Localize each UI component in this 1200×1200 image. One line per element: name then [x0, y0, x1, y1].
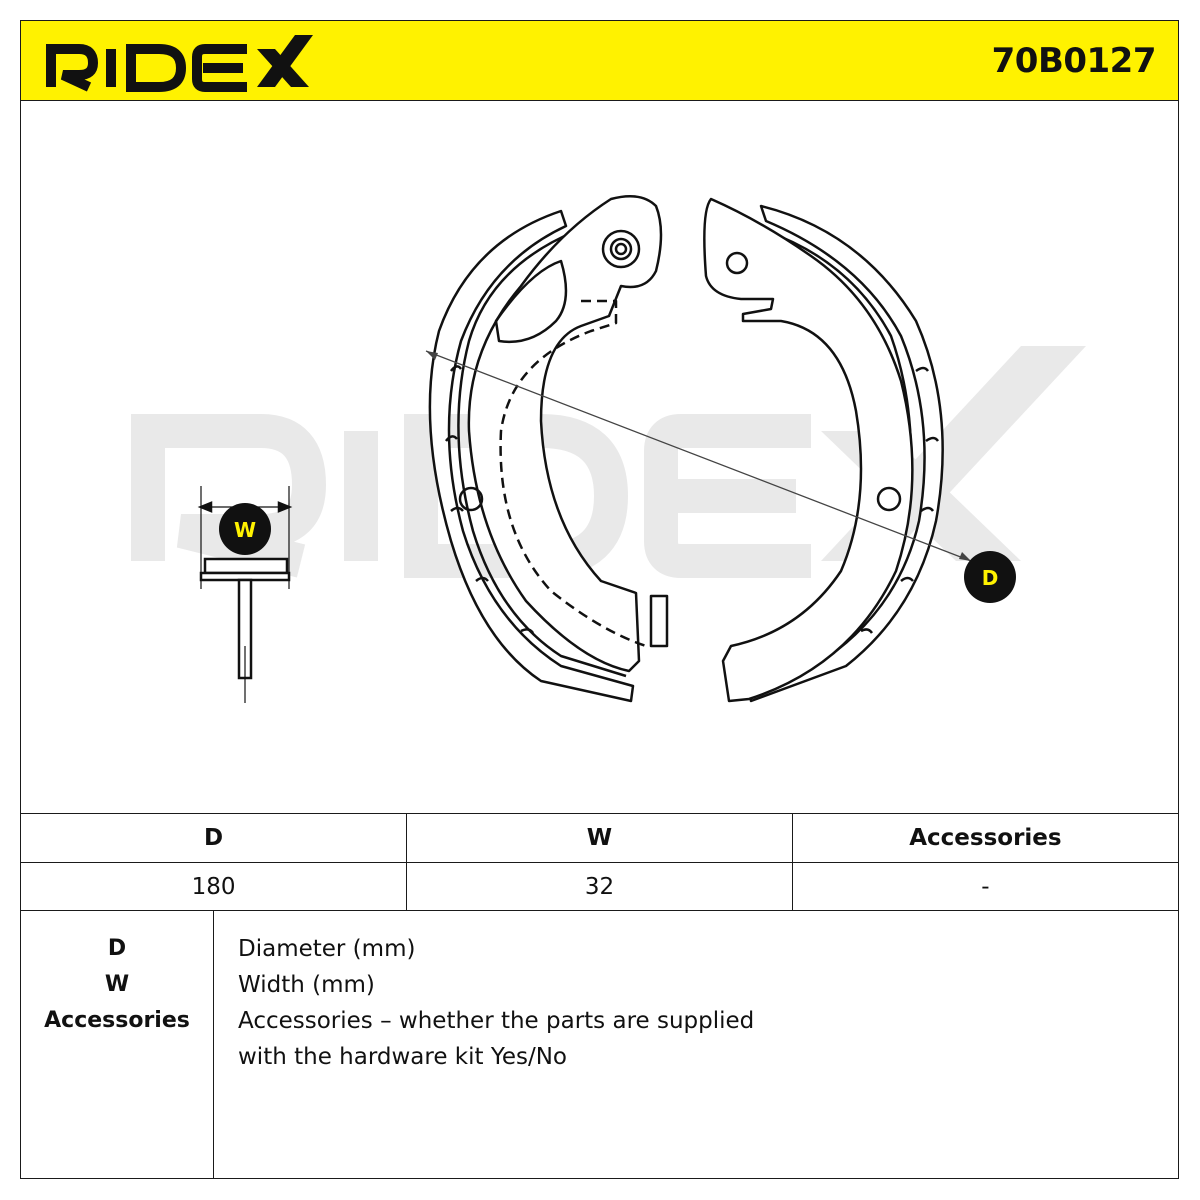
brake-shoe-drawing: W D	[131, 194, 1086, 703]
legend-table: D W Accessories Diameter (mm) Width (mm)…	[21, 910, 1178, 1178]
specification-table: D W Accessories 180 32 -	[21, 813, 1178, 910]
spec-value-row: 180 32 -	[21, 862, 1178, 910]
watermark-logo	[131, 414, 811, 578]
width-badge: W	[219, 503, 271, 555]
spec-value-accessories: -	[791, 862, 1178, 910]
spec-header-w: W	[406, 813, 793, 863]
spec-header-row: D W Accessories	[21, 813, 1178, 863]
svg-text:D: D	[982, 566, 999, 590]
spec-value-w: 32	[406, 862, 793, 910]
brake-shoe-right	[703, 197, 944, 703]
svg-text:W: W	[234, 518, 256, 542]
spec-value-d: 180	[21, 862, 407, 910]
legend-desc-width: Width (mm)	[238, 972, 375, 998]
legend-key-d: D	[107, 936, 127, 961]
legend-key-accessories: Accessories	[44, 1008, 190, 1033]
legend-descriptions: Diameter (mm) Width (mm) Accessories – w…	[238, 931, 1158, 1075]
technical-drawing: W D	[21, 101, 1178, 813]
legend-keys: D W Accessories	[21, 911, 214, 1178]
width-profile	[197, 486, 293, 703]
spec-header-d: D	[21, 813, 407, 863]
header-bar: 70B0127	[21, 21, 1178, 101]
legend-desc-accessories: Accessories – whether the parts are supp…	[238, 1008, 755, 1034]
legend-desc-diameter: Diameter (mm)	[238, 936, 416, 962]
brake-shoe-left	[428, 194, 669, 703]
datasheet-frame: 70B0127	[20, 20, 1179, 1179]
spec-header-accessories: Accessories	[791, 813, 1178, 863]
legend-key-w: W	[104, 972, 130, 997]
ridex-logo	[46, 35, 313, 92]
diameter-dimension-line	[425, 350, 972, 562]
legend-desc-accessories-cont: with the hardware kit Yes/No	[238, 1044, 567, 1070]
part-number: 70B0127	[991, 41, 1157, 81]
diameter-badge: D	[964, 551, 1016, 603]
